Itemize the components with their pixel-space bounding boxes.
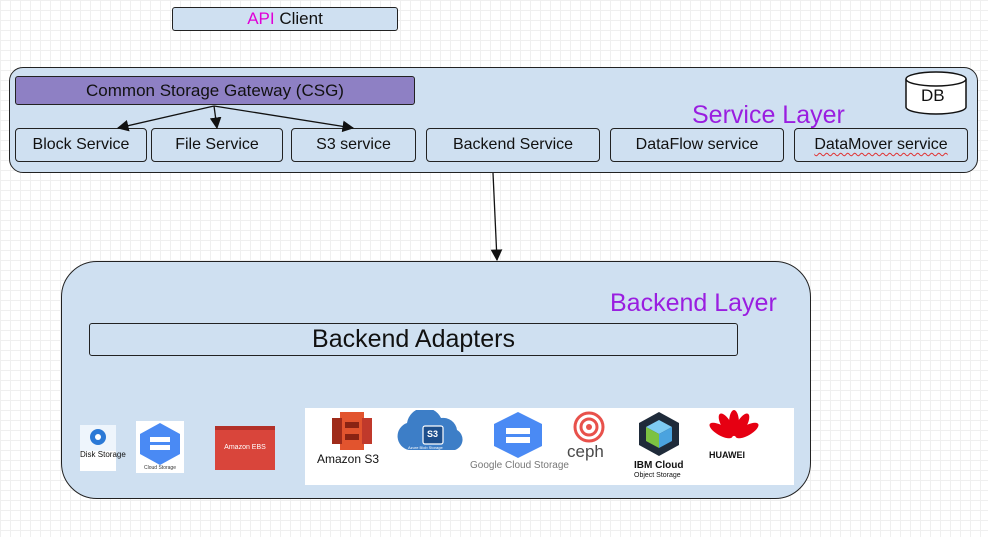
disk-storage-logo: Disk Storage (80, 425, 126, 471)
csg-to-s3-arrow (213, 105, 355, 133)
datamover-service-label: DataMover service (814, 136, 948, 153)
disk-storage-label: Disk Storage (80, 450, 126, 459)
block-service-box: Block Service (15, 128, 147, 162)
ibm-cloud-label: IBM Cloud (634, 460, 684, 471)
azure-blob-label: Azure Blob Storage (408, 445, 443, 450)
azure-s3-badge: S3 (427, 429, 439, 439)
api-client-suffix: Client (279, 9, 323, 28)
amazon-s3-label: Amazon S3 (317, 452, 380, 466)
api-client-prefix: API (247, 9, 275, 28)
cloud-storage-hex-icon (140, 423, 180, 465)
backend-adapters-box: Backend Adapters (89, 323, 738, 356)
ceph-label: ceph (567, 442, 604, 461)
csg-to-block-arrow (116, 105, 215, 132)
google-cloud-storage-label: Google Cloud Storage (470, 460, 569, 471)
cloud-storage-small-label: Cloud Storage (144, 465, 176, 471)
disk-storage-icon (80, 425, 116, 451)
csg-to-file-arrow (209, 105, 222, 130)
db-cylinder-icon (905, 71, 967, 115)
google-cloud-storage-icon (494, 412, 542, 458)
service-to-backend-arrow (490, 172, 503, 262)
amazon-ebs-logo: Amazon EBS (215, 426, 275, 470)
backend-service-box: Backend Service (426, 128, 600, 162)
backend-layer-title: Backend Layer (610, 289, 777, 317)
db-label: DB (921, 86, 945, 105)
amazon-s3-icon (332, 412, 372, 450)
ibm-cloud-icon (639, 412, 679, 456)
huawei-petal-icon (709, 410, 759, 439)
csg-gateway-box: Common Storage Gateway (CSG) (15, 76, 415, 105)
ceph-icon (573, 411, 605, 443)
vendor-logo-strip: Amazon S3 S3 Azure Blob Storage Google C… (305, 408, 794, 485)
azure-blob-cloud-icon (397, 410, 463, 450)
cloud-storage-small-logo: Cloud Storage (136, 421, 184, 473)
huawei-label: HUAWEI (709, 450, 745, 460)
amazon-ebs-label: Amazon EBS (224, 444, 266, 451)
api-client-box: API Client (172, 7, 398, 31)
s3-service-box: S3 service (291, 128, 416, 162)
datamover-service-box: DataMover service (794, 128, 968, 162)
ibm-object-storage-label: Object Storage (634, 472, 681, 479)
service-layer-title: Service Layer (692, 101, 845, 129)
dataflow-service-box: DataFlow service (610, 128, 784, 162)
